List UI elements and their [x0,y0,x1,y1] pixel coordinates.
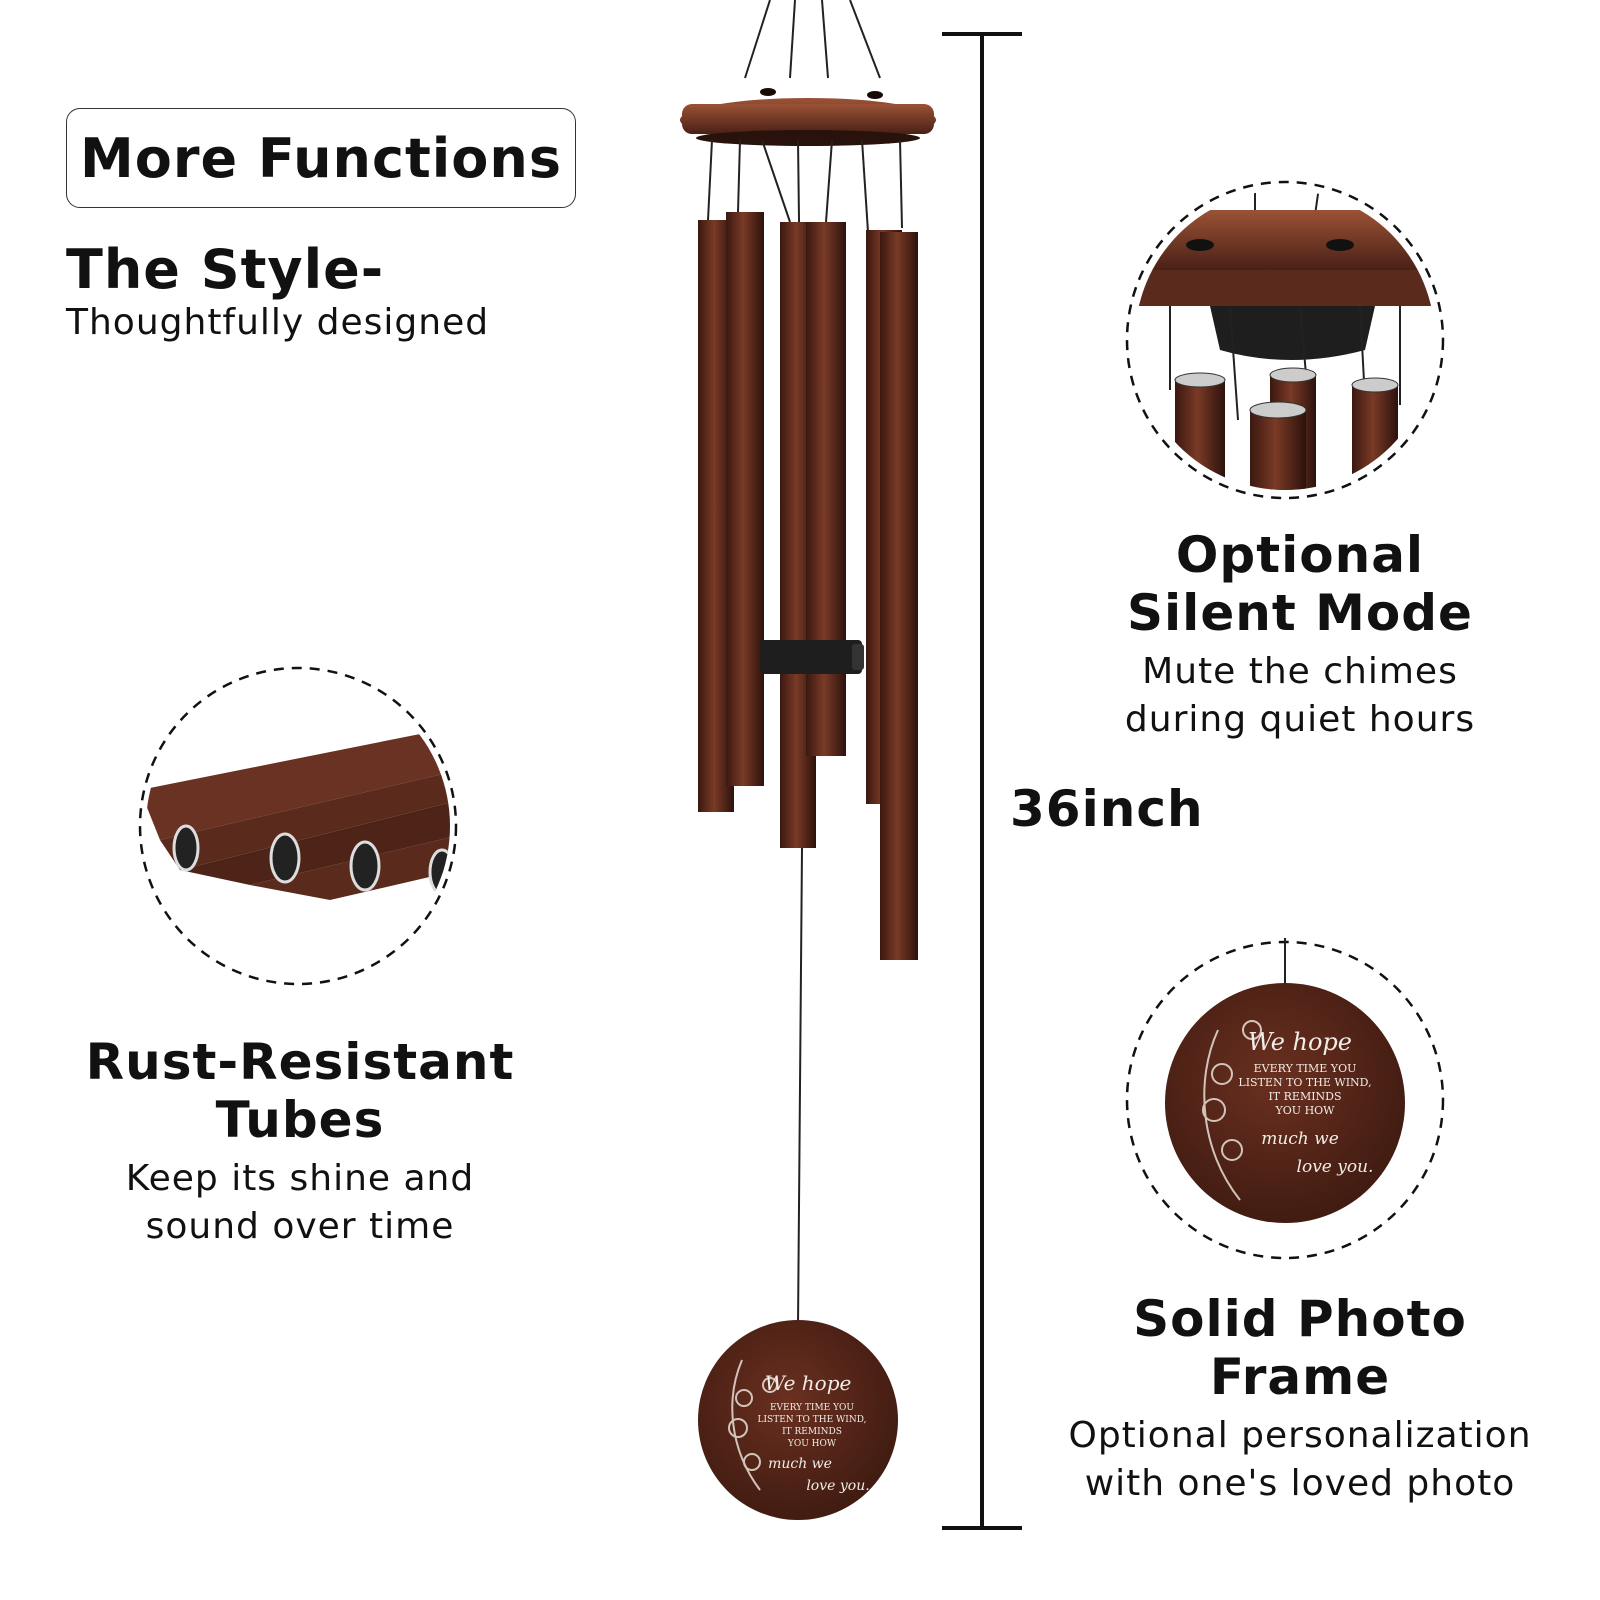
more-functions-badge: More Functions [66,108,576,208]
style-title: The Style- [66,238,385,301]
feature-heading: Frame [1209,1348,1391,1406]
tube-detail [138,666,458,986]
detail-medallion-line: IT REMINDS [1268,1090,1341,1103]
feature-heading: Solid Photo [1133,1290,1467,1348]
feature-heading: Silent Mode [1127,584,1473,642]
medallion-detail [1125,938,1445,1260]
feature-heading: Tubes [215,1091,385,1149]
feature-rust-resistant: Rust-Resistant Tubes Keep its shine and … [60,1033,540,1251]
feature-description: Mute the chimes [1142,651,1458,692]
chime-tubes [698,212,918,960]
medallion-script-bottom: much we [768,1456,832,1472]
feature-description: during quiet hours [1124,699,1476,740]
measurement-bar [942,32,1022,1530]
feature-description: Optional personalization [1068,1415,1532,1456]
feature-silent-mode: Optional Silent Mode Mute the chimes dur… [1070,526,1530,744]
medallion-script-bottom: love you. [806,1478,869,1494]
detail-medallion-line: EVERY TIME YOU [1254,1062,1357,1075]
feature-heading: Optional [1175,526,1425,584]
medallion-line: EVERY TIME YOU [770,1403,854,1413]
badge-label: More Functions [80,126,562,190]
detail-medallion-script-bottom: much we [1261,1129,1339,1149]
silent-mode-detail [1125,180,1445,500]
medallion-line: IT REMINDS [782,1427,842,1437]
wind-catcher-line [797,847,803,1327]
chime-top-cap [680,88,936,146]
chime-striker [760,640,864,674]
detail-medallion-script-bottom: love you. [1297,1157,1374,1177]
feature-heading: Rust-Resistant [85,1033,515,1091]
detail-medallion-line: YOU HOW [1275,1104,1336,1117]
feature-description: with one's loved photo [1084,1463,1516,1504]
medallion-script-top: We hope [765,1371,852,1395]
detail-medallion-line: LISTEN TO THE WIND, [1238,1076,1371,1089]
medallion [698,1320,898,1520]
feature-description: sound over time [145,1206,455,1247]
medallion-line: YOU HOW [787,1439,837,1449]
medallion-line: LISTEN TO THE WIND, [758,1415,867,1425]
measurement-label: 36inch [1010,780,1204,838]
hanging-strings [744,0,881,79]
feature-description: Keep its shine and [125,1158,475,1199]
detail-medallion-script-top: We hope [1248,1028,1352,1056]
style-subtitle: Thoughtfully designed [66,302,490,343]
feature-photo-frame: Solid Photo Frame Optional personalizati… [1030,1290,1570,1508]
